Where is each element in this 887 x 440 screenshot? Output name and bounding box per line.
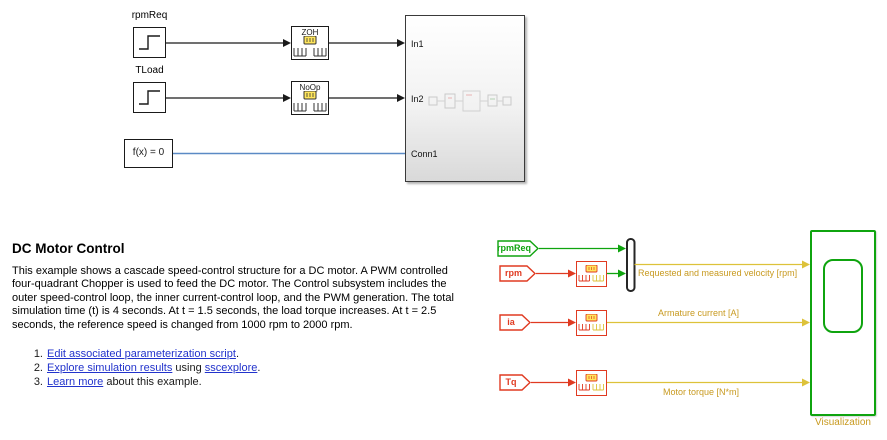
link-learn-more[interactable]: Learn more [47,376,104,389]
list-number: 1. [33,348,43,361]
subsystem-thumbnail [428,90,512,112]
from-tag-rpmreq-label: rpmReq [497,243,532,253]
wire-tq-tag-to-rate[interactable] [531,378,576,387]
from-tag-ia-label: ia [507,317,515,327]
signal-label-velocity: Requested and measured velocity [rpm] [638,268,798,278]
wire-velocity-to-visualization[interactable] [634,260,811,269]
rate-transition-icon [293,91,327,112]
wire-rpmreq-tag-to-mux[interactable] [539,244,626,253]
visualization-block-label: Visualization [815,417,871,428]
list-text: about this example. [103,376,202,389]
list-number: 2. [33,362,43,375]
rate-transition-rpm[interactable] [576,261,607,287]
port-in2: In2 [411,94,424,104]
link-explore-simulation-results[interactable]: Explore simulation results [47,362,173,375]
signal-label-current: Armature current [A] [658,308,740,318]
list-item: 1. Edit associated parameterization scrip… [30,347,470,361]
description-list: 1. Edit associated parameterization scrip… [12,347,470,389]
noop-block-label: NoOp [299,83,321,92]
from-tag-rpmreq[interactable]: rpmReq [497,240,539,257]
signal-label-torque: Motor torque [N*m] [663,387,740,397]
link-sscexplore[interactable]: sscexplore [204,362,258,375]
from-tag-tq-label: Tq [505,377,517,387]
step-block-rpmreq[interactable] [133,27,166,58]
scope-display-icon [823,259,863,333]
mux-block[interactable] [626,238,636,292]
zoh-block[interactable]: ZOH [291,26,329,60]
list-item: 3. Learn more about this example. [30,375,470,389]
zoh-block-label: ZOH [301,28,319,37]
noop-block[interactable]: NoOp [291,81,329,115]
step-waveform-icon [139,90,160,105]
from-tag-rpm[interactable]: rpm [499,265,536,282]
rate-transition-ia[interactable] [576,310,607,336]
wire-rate-to-mux[interactable] [607,269,626,278]
wire-current-to-visualization[interactable] [607,318,810,327]
step-block-tload[interactable] [133,82,166,113]
from-tag-shape [499,374,531,391]
rate-transition-tq[interactable] [576,370,607,396]
from-tag-shape [499,265,536,282]
list-text: using [172,362,205,375]
from-tag-rpm-label: rpm [504,268,522,278]
solver-block-label: f(x) = 0 [132,147,165,158]
step-block-rpmreq-label: rpmReq [131,10,168,21]
wire-rpm-tag-to-rate[interactable] [536,269,576,278]
page-title: DC Motor Control [12,241,125,256]
rate-transition-icon [578,265,604,282]
port-in1: In1 [411,39,424,49]
list-text: . [235,348,239,361]
port-conn1: Conn1 [411,149,438,159]
rate-transition-icon [293,36,327,57]
wire-noop-to-in2[interactable] [329,94,405,102]
solver-configuration-block[interactable]: f(x) = 0 [124,139,173,168]
rate-transition-icon [578,374,604,391]
description-body: This example shows a cascade speed-contr… [12,265,454,331]
step-block-tload-label: TLoad [135,65,164,76]
wire-rpmreq-to-zoh[interactable] [166,39,291,47]
from-tag-shape [499,314,531,331]
visualization-block[interactable] [810,230,876,416]
rate-transition-icon [578,314,604,331]
wire-torque-to-visualization[interactable] [607,378,810,387]
wire-zoh-to-in1[interactable] [329,39,405,47]
from-tag-shape [497,240,539,257]
wire-tload-to-noop[interactable] [166,94,291,102]
list-item: 2. Explore simulation results using sscex… [30,361,470,375]
description-panel: DC Motor Control This example shows a ca… [12,240,470,389]
control-subsystem-block[interactable]: In1 In2 Conn1 [405,15,525,182]
from-tag-ia[interactable]: ia [499,314,531,331]
from-tag-tq[interactable]: Tq [499,374,531,391]
list-number: 3. [33,376,43,389]
link-edit-parameterization-script[interactable]: Edit associated parameterization script [47,348,236,361]
wire-ia-tag-to-rate[interactable] [531,318,576,327]
list-text: . [257,362,261,375]
step-waveform-icon [139,35,160,50]
